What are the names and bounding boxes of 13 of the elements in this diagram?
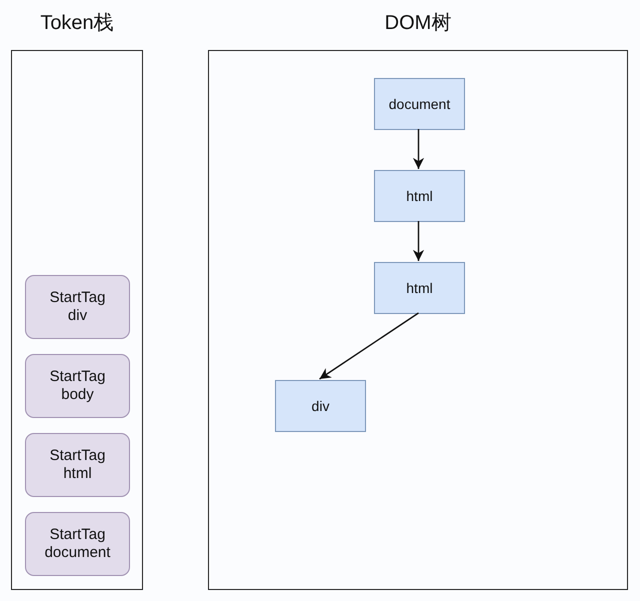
token-box: StartTag div	[25, 275, 130, 339]
tree-node-box: div	[275, 380, 366, 432]
token-box: StartTag html	[25, 433, 130, 497]
panel-heading: Token栈	[39, 11, 115, 36]
arrow	[412, 129, 424, 169]
tree-node-box: html	[374, 262, 465, 314]
arrow	[319, 312, 419, 380]
token-box: StartTag document	[25, 512, 130, 576]
arrow	[412, 221, 424, 261]
tree-node-box: html	[374, 170, 465, 222]
tree-node-box: document	[374, 78, 465, 130]
panel-heading: DOM树	[384, 11, 452, 36]
token-box: StartTag body	[25, 354, 130, 418]
